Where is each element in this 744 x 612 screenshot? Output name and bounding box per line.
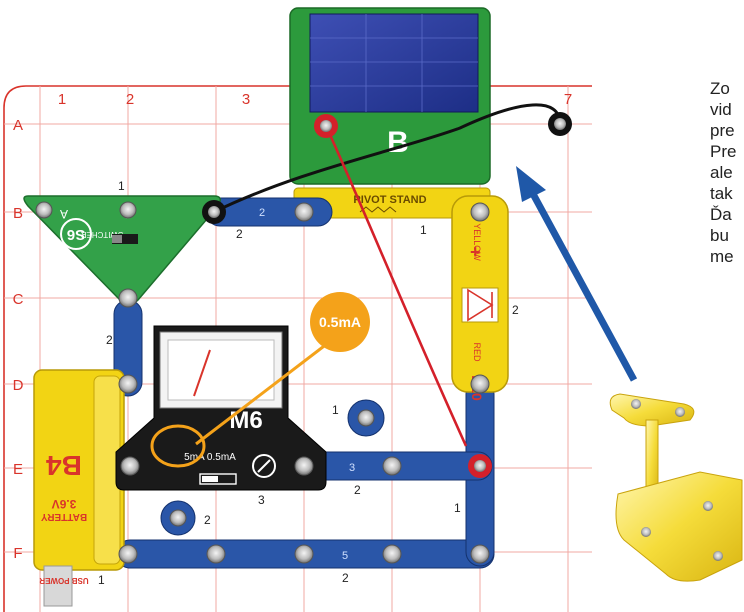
side-text-line: pre [710, 120, 744, 141]
battery-type: BATTERY [41, 511, 87, 522]
led-red-label: RED [472, 342, 482, 362]
battery-usb: USB POWER [39, 576, 89, 585]
solar-panel: B [290, 8, 490, 184]
side-text-line: Ďa [710, 204, 744, 225]
snap [121, 457, 139, 475]
switcher-pin-a: A [60, 207, 68, 221]
snap [471, 203, 489, 221]
meter-count: 3 [258, 493, 265, 507]
snap [358, 410, 374, 426]
battery-voltage: 3.6V [52, 497, 77, 511]
snap [119, 289, 137, 307]
row-label-b: B [13, 205, 23, 222]
col-label-7: 7 [564, 91, 572, 108]
side-text: Zo vid pre Pre ale tak Ďa bu me [710, 78, 744, 267]
snap [295, 545, 313, 563]
wire-b-count: 2 [236, 227, 243, 241]
col-label-1: 1 [58, 91, 66, 108]
battery-label: B4 [46, 450, 82, 481]
callout-value: 0.5mA [319, 314, 361, 330]
wire-f-count: 2 [342, 571, 349, 585]
snap [383, 545, 401, 563]
battery-b4: B4 3.6V BATTERY USB POWER 1 [34, 370, 124, 606]
single-snap-e-count: 1 [332, 403, 339, 417]
row-label-a: A [13, 117, 23, 134]
col-label-3: 3 [242, 91, 250, 108]
side-text-line: me [710, 246, 744, 267]
led-d10: YELLOW RED D10 + 2 [452, 196, 519, 401]
wire-f-label: 5 [342, 550, 348, 562]
meter-m6: M6 5mA 0.5mA 3 [116, 326, 326, 507]
side-text-line: bu [710, 225, 744, 246]
pivot-stand-label: PIVOT STAND [353, 194, 426, 206]
side-text-line: ale [710, 162, 744, 183]
wire-e-label: 3 [349, 462, 355, 474]
row-label-c: C [13, 291, 24, 308]
side-text-line: Zo [710, 78, 744, 99]
side-text-line: Pre [710, 141, 744, 162]
wire-c-count: 2 [106, 333, 113, 347]
led-plus: + [470, 242, 481, 262]
col-label-2: 2 [126, 91, 134, 108]
snap [471, 545, 489, 563]
led-count: 2 [512, 303, 519, 317]
row-label-e: E [13, 461, 23, 478]
row-label-d: D [13, 377, 24, 394]
snap [119, 375, 137, 393]
solar-label: B [387, 126, 409, 159]
wire-e-count: 2 [354, 483, 361, 497]
side-text-line: tak [710, 183, 744, 204]
switcher-code: S6 [67, 226, 85, 243]
snap [383, 457, 401, 475]
snap [295, 203, 313, 221]
side-text-line: vid [710, 99, 744, 120]
snap [170, 510, 186, 526]
snap [471, 375, 489, 393]
arrow-to-stand [516, 166, 634, 380]
wire-b: 2 2 [206, 198, 332, 241]
pivot-stand-count: 1 [420, 223, 427, 237]
meter-label: M6 [229, 407, 262, 434]
row-label-f: F [13, 545, 22, 562]
snap [207, 545, 225, 563]
wire-r-count: 1 [454, 501, 461, 515]
battery-count: 1 [98, 573, 105, 587]
wire-b-label: 2 [259, 207, 265, 219]
snap [36, 202, 52, 218]
pivot-stand-photo [610, 394, 742, 581]
snap [119, 545, 137, 563]
switcher-s6: 1 A C SWITCHER S6 [24, 179, 220, 305]
snap [295, 457, 313, 475]
switcher-count: 1 [118, 179, 125, 193]
snap [120, 202, 136, 218]
single-snap-small-count: 2 [204, 513, 211, 527]
